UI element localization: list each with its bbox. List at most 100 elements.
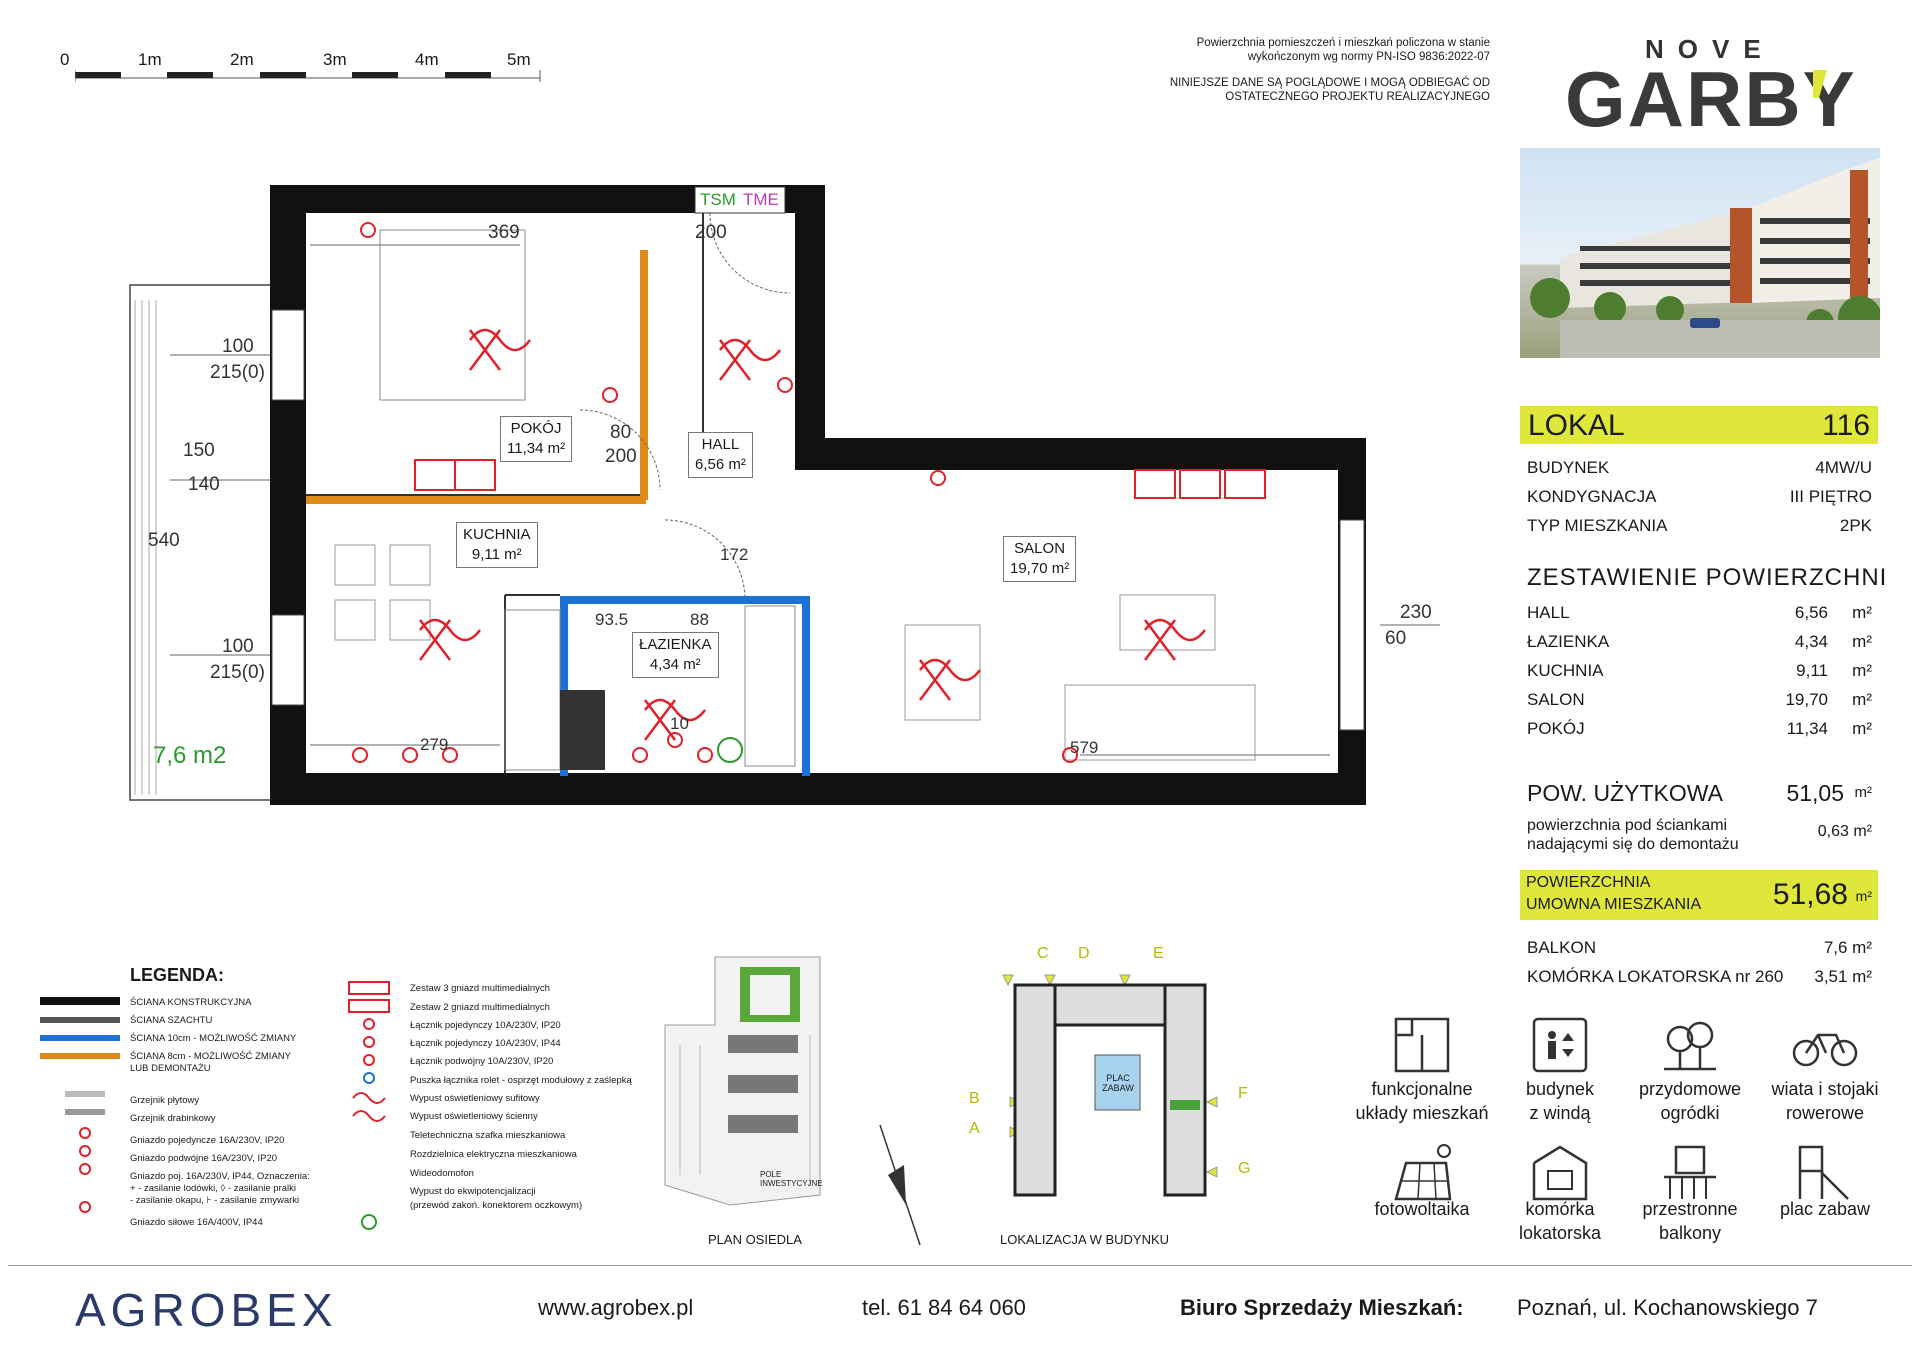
area-value: 9,11 <box>1796 661 1828 680</box>
feature-label: fotowoltaika <box>1347 1197 1497 1221</box>
dim-label: 279 <box>420 735 449 754</box>
dim-label: 93.5 <box>595 610 629 629</box>
feature-line: układy mieszkań <box>1355 1103 1489 1123</box>
legend-electric: Wideodomofon <box>410 1168 474 1179</box>
dimension-lines <box>170 244 1440 756</box>
scale-label: 5m <box>507 50 531 69</box>
feature-line: przydomowe <box>1638 1079 1742 1099</box>
dim-label: 88 <box>690 610 709 629</box>
legend-wall: ŚCIANA 8cm - MOŻLIWOŚĆ ZMIANY <box>130 1051 291 1062</box>
komorka-value: 3,51 m² <box>1814 967 1872 986</box>
dim-label: 215(0) <box>210 662 265 683</box>
room-label-pokoj: POKÓJ 11,34 m² <box>500 416 573 462</box>
bike-icon <box>1792 1033 1858 1067</box>
umowna-line: UMOWNA MIESZKANIA <box>1526 896 1702 913</box>
floor-plan: 369 215(0) 100 150 140 540 100 215(0) 27… <box>0 0 1460 820</box>
area-value: 19,70 <box>1785 690 1828 709</box>
storage-icon <box>1532 1145 1588 1201</box>
area-value: 4,34 <box>1794 632 1828 651</box>
area-row: KUCHNIA 9,11 m² <box>1527 661 1872 683</box>
lokal-label: LOKAL <box>1528 409 1625 442</box>
feature-line: lokatorska <box>1518 1223 1602 1243</box>
pow-uzytkowa-label: POW. UŻYTKOWA <box>1527 780 1723 806</box>
info-row: KONDYGNACJA III PIĘTRO <box>1527 487 1872 509</box>
legend-title: LEGENDA: <box>130 965 224 985</box>
scale-ruler <box>75 70 541 82</box>
area-row: SALON 19,70 m² <box>1527 690 1872 712</box>
orange-wall <box>306 495 646 504</box>
balcony-icon <box>1664 1145 1716 1199</box>
info-row: TYP MIESZKANIA 2PK <box>1527 516 1872 538</box>
tme-tag: TME <box>743 190 779 209</box>
legend-electric-swatches <box>348 981 390 1230</box>
bathtub <box>744 605 796 767</box>
feature-label: budynek z windą <box>1485 1077 1635 1125</box>
feature-label: funkcjonalne układy mieszkań <box>1347 1077 1497 1125</box>
area-row: HALL 6,56 m² <box>1527 603 1872 625</box>
pow-uzytkowa-unit: m² <box>1854 784 1873 801</box>
plan-osiedla-label: PLAN OSIEDLA <box>708 1232 802 1247</box>
footer-divider <box>8 1265 1912 1266</box>
legend-electric: Wypust do ekwipotencjalizacji <box>410 1186 536 1197</box>
demontaz-line: nadającymi się do demontażu <box>1527 836 1739 853</box>
playground-icon <box>1798 1145 1849 1200</box>
equipotential-icon <box>717 737 743 763</box>
info-key: TYP MIESZKANIA <box>1527 516 1668 535</box>
phone-number[interactable]: tel. 61 84 64 060 <box>862 1295 1026 1320</box>
door-swings <box>579 212 791 601</box>
scale-label: 3m <box>323 50 347 69</box>
feature-line: przestronne <box>1642 1199 1738 1219</box>
lokalizacja-map: PLAC ZABAW C D E B A F G LOKALIZACJA W B… <box>965 945 1265 1250</box>
office-address: Poznań, ul. Kochanowskiego 7 <box>1517 1295 1818 1320</box>
balkon-key: BALKON <box>1527 938 1596 957</box>
dim-label: 369 <box>488 222 520 243</box>
umowna-unit: m² <box>1855 888 1872 904</box>
note-line: wykończonym wg normy PN-ISO 9836:2022-07 <box>1247 51 1490 63</box>
demontaz-note: powierzchnia pod ściankami nadającymi si… <box>1527 816 1872 856</box>
brand-accent-icon <box>1813 70 1827 98</box>
room-label-kuchnia: KUCHNIA 9,11 m² <box>456 522 538 568</box>
floor-plan-drawing <box>129 185 1440 805</box>
legend-electric: Rozdzielnica elektryczna mieszkaniowa <box>410 1149 577 1160</box>
brand-logo: NOVE GARBY <box>1555 30 1855 143</box>
legend-wall: ŚCIANA 10cm - MOŻLIWOŚĆ ZMIANY <box>130 1033 297 1044</box>
brand-garby: GARBY <box>1565 55 1857 143</box>
legend-wall: LUB DEMONTAŻU <box>130 1063 211 1074</box>
website-link[interactable]: www.agrobex.pl <box>538 1295 694 1320</box>
location-letter: G <box>1238 1160 1251 1177</box>
layout-icon <box>1394 1017 1450 1073</box>
room-area: 19,70 m² <box>1010 560 1070 577</box>
lokalizacja-drawing <box>1002 974 1218 1197</box>
dim-label: 172 <box>720 545 749 564</box>
feature-line: plac zabaw <box>1779 1199 1871 1219</box>
dim-label: 140 <box>188 474 220 495</box>
kitchen-fridge <box>560 690 605 770</box>
feature-label: wiata i stojaki rowerowe <box>1750 1077 1900 1125</box>
area-row: POKÓJ 11,34 m² <box>1527 719 1872 741</box>
location-letter: A <box>969 1120 980 1137</box>
outlets <box>352 222 1266 763</box>
info-row: BUDYNEK 4MW/U <box>1527 458 1872 480</box>
shaft-box <box>694 186 786 214</box>
lokal-bar: LOKAL 116 <box>1520 406 1878 444</box>
umowna-line: POWIERZCHNIA <box>1526 874 1651 891</box>
legend-electric: Łącznik podwójny 10A/230V, IP20 <box>410 1056 554 1067</box>
feature-label: komórka lokatorska <box>1485 1197 1635 1245</box>
area-value: 11,34 <box>1786 719 1828 738</box>
area-unit: m² <box>1852 690 1872 709</box>
sofa <box>1064 684 1256 761</box>
legend: LEGENDA: ŚCIANA KONSTRUKCYJNA ŚCIANA SZA… <box>35 965 635 1235</box>
legend-socket: Gniazdo pojedyncze 16A/230V, IP20 <box>130 1135 285 1146</box>
legend-electric: (przewód zakoń. konektorem oczkowym) <box>410 1200 583 1211</box>
feature-label: przestronne balkony <box>1615 1197 1765 1245</box>
legend-heater: Grzejnik drabinkowy <box>130 1113 216 1124</box>
north-arrow-icon <box>879 1124 921 1246</box>
location-letter: F <box>1238 1085 1248 1102</box>
building-render-icon <box>1530 158 1880 358</box>
dim-label: 60 <box>1385 628 1407 649</box>
scale-label: 2m <box>230 50 254 69</box>
room-area: 6,56 m² <box>695 456 746 473</box>
feature-line: z windą <box>1529 1103 1591 1123</box>
legend-wall: ŚCIANA SZACHTU <box>130 1015 213 1026</box>
legend-electric: Łącznik pojedynczy 10A/230V, IP44 <box>410 1038 561 1049</box>
